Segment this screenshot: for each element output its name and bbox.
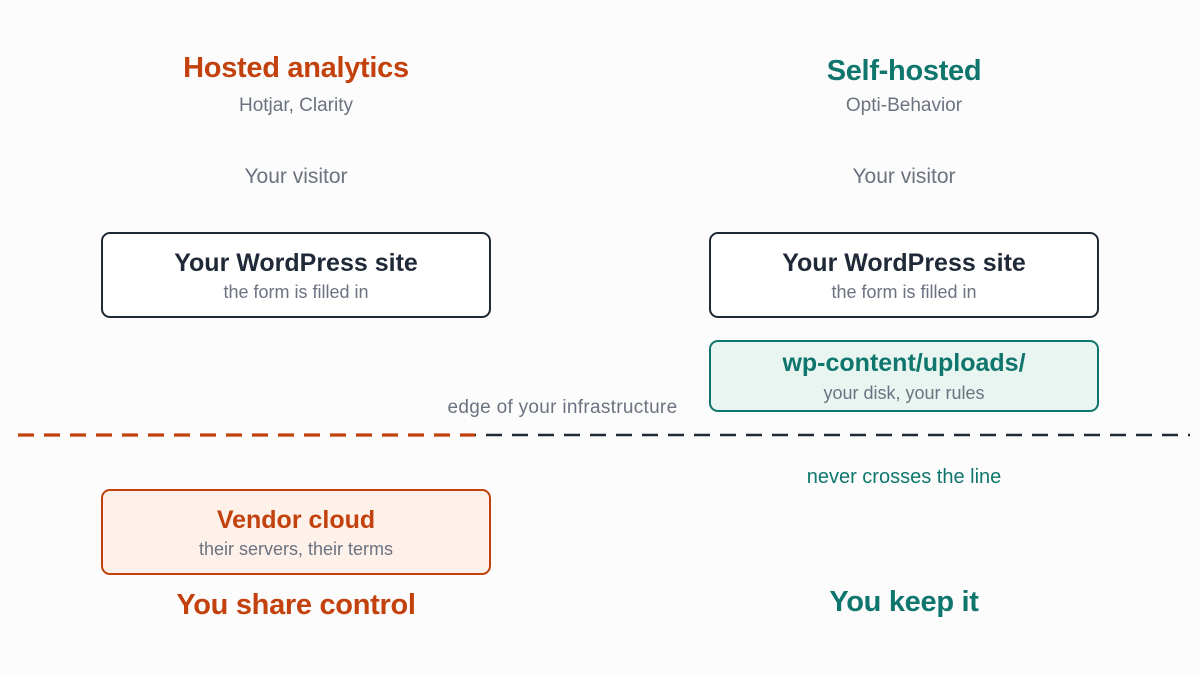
- left-visitor-label: Your visitor: [244, 165, 348, 188]
- right-visitor-label: Your visitor: [852, 165, 956, 188]
- left-site-title: Your WordPress site: [174, 249, 418, 277]
- right-verdict: You keep it: [829, 586, 979, 618]
- left-wordpress-site-box: Your WordPress site the form is filled i…: [101, 232, 491, 318]
- vendor-cloud-title: Vendor cloud: [216, 506, 376, 534]
- left-site-subtitle: the form is filled in: [223, 282, 369, 302]
- right-wordpress-site-box: Your WordPress site the form is filled i…: [709, 232, 1099, 318]
- infrastructure-boundary-line: [18, 433, 1190, 437]
- vendor-cloud-subtitle: their servers, their terms: [198, 539, 394, 559]
- never-crosses-label: never crosses the line: [806, 466, 1002, 488]
- right-site-subtitle: the form is filled in: [831, 282, 977, 302]
- infrastructure-edge-label: edge of your infrastructure: [447, 397, 678, 418]
- uploads-title: wp-content/uploads/: [782, 349, 1026, 377]
- vendor-cloud-box: Vendor cloud their servers, their terms: [101, 489, 491, 575]
- left-verdict: You share control: [176, 589, 416, 621]
- self-hosted-heading: Self-hosted: [826, 55, 982, 87]
- hosted-analytics-subheading: Hotjar, Clarity: [238, 95, 354, 116]
- hosted-analytics-heading: Hosted analytics: [183, 52, 409, 84]
- right-site-title: Your WordPress site: [782, 249, 1026, 277]
- self-hosted-subheading: Opti-Behavior: [845, 95, 963, 116]
- uploads-subtitle: your disk, your rules: [823, 383, 985, 403]
- uploads-folder-box: wp-content/uploads/ your disk, your rule…: [709, 340, 1099, 412]
